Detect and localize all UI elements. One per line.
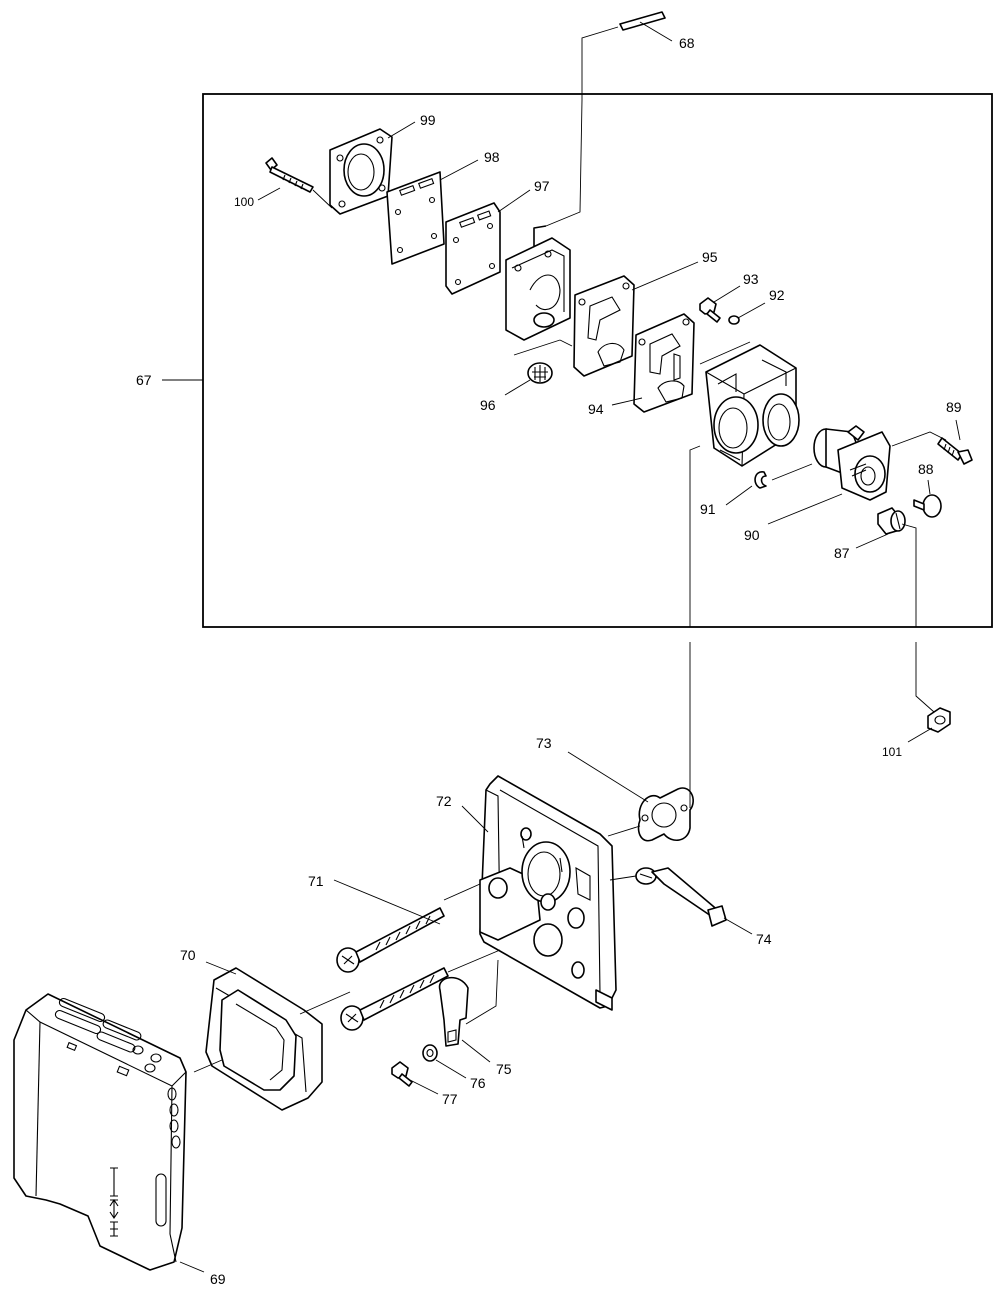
callout-87: 87 [834, 545, 850, 561]
part-73-insulator-gasket [567, 642, 694, 842]
part-carburetor-body [689, 341, 800, 627]
callout-68: 68 [679, 35, 695, 51]
callout-96: 96 [480, 397, 496, 413]
part-70-air-filter [193, 961, 351, 1111]
part-100-screw [257, 157, 333, 209]
part-87-adjust-screw [855, 507, 917, 627]
callout-100: 100 [234, 195, 254, 209]
part-97-gasket [445, 189, 531, 295]
callout-77: 77 [442, 1091, 458, 1107]
callout-91: 91 [700, 501, 716, 517]
part-72-base-plate [443, 775, 617, 1011]
callout-94: 94 [588, 401, 604, 417]
part-74-choke-lever [609, 867, 753, 935]
part-91-clip [725, 463, 813, 506]
callout-90: 90 [744, 527, 760, 543]
part-69-air-cleaner-cover [13, 993, 205, 1273]
callout-95: 95 [702, 249, 718, 265]
part-76-washer [422, 1044, 467, 1079]
part-77-screw [391, 1061, 439, 1095]
part-101-nut [907, 642, 951, 743]
part-90-throttle-valve [767, 425, 947, 525]
part-89-screw [937, 419, 973, 465]
part-96-filter-screen [504, 339, 573, 396]
part-99-flange-plate [329, 121, 416, 215]
carburetor-assembly-frame [202, 93, 993, 628]
callout-75: 75 [496, 1061, 512, 1077]
callout-93: 93 [743, 271, 759, 287]
callout-99: 99 [420, 112, 436, 128]
part-98-diaphragm [386, 159, 479, 265]
callout-70: 70 [180, 947, 196, 963]
part-71-bolt-upper [333, 879, 445, 973]
part-68-pin [581, 11, 673, 100]
callout-76: 76 [470, 1075, 486, 1091]
part-95-gasket [573, 261, 699, 377]
part-93-screw [699, 285, 741, 323]
callout-69: 69 [210, 1271, 226, 1287]
callout-74: 74 [756, 931, 772, 947]
callout-97: 97 [534, 178, 550, 194]
callout-72: 72 [436, 793, 452, 809]
part-88-plug [913, 479, 942, 518]
callout-92: 92 [769, 287, 785, 303]
part-71-bolt-lower [340, 949, 501, 1031]
part-pump-cover [505, 99, 583, 341]
part-94-diaphragm [611, 313, 695, 413]
callout-71: 71 [308, 873, 324, 889]
callout-101: 101 [882, 745, 902, 759]
part-75-choke-shutter [438, 959, 499, 1063]
part-92-o-ring [728, 302, 766, 325]
callout-67: 67 [136, 372, 152, 388]
callout-73: 73 [536, 735, 552, 751]
callout-89: 89 [946, 399, 962, 415]
callout-88: 88 [918, 461, 934, 477]
callout-98: 98 [484, 149, 500, 165]
